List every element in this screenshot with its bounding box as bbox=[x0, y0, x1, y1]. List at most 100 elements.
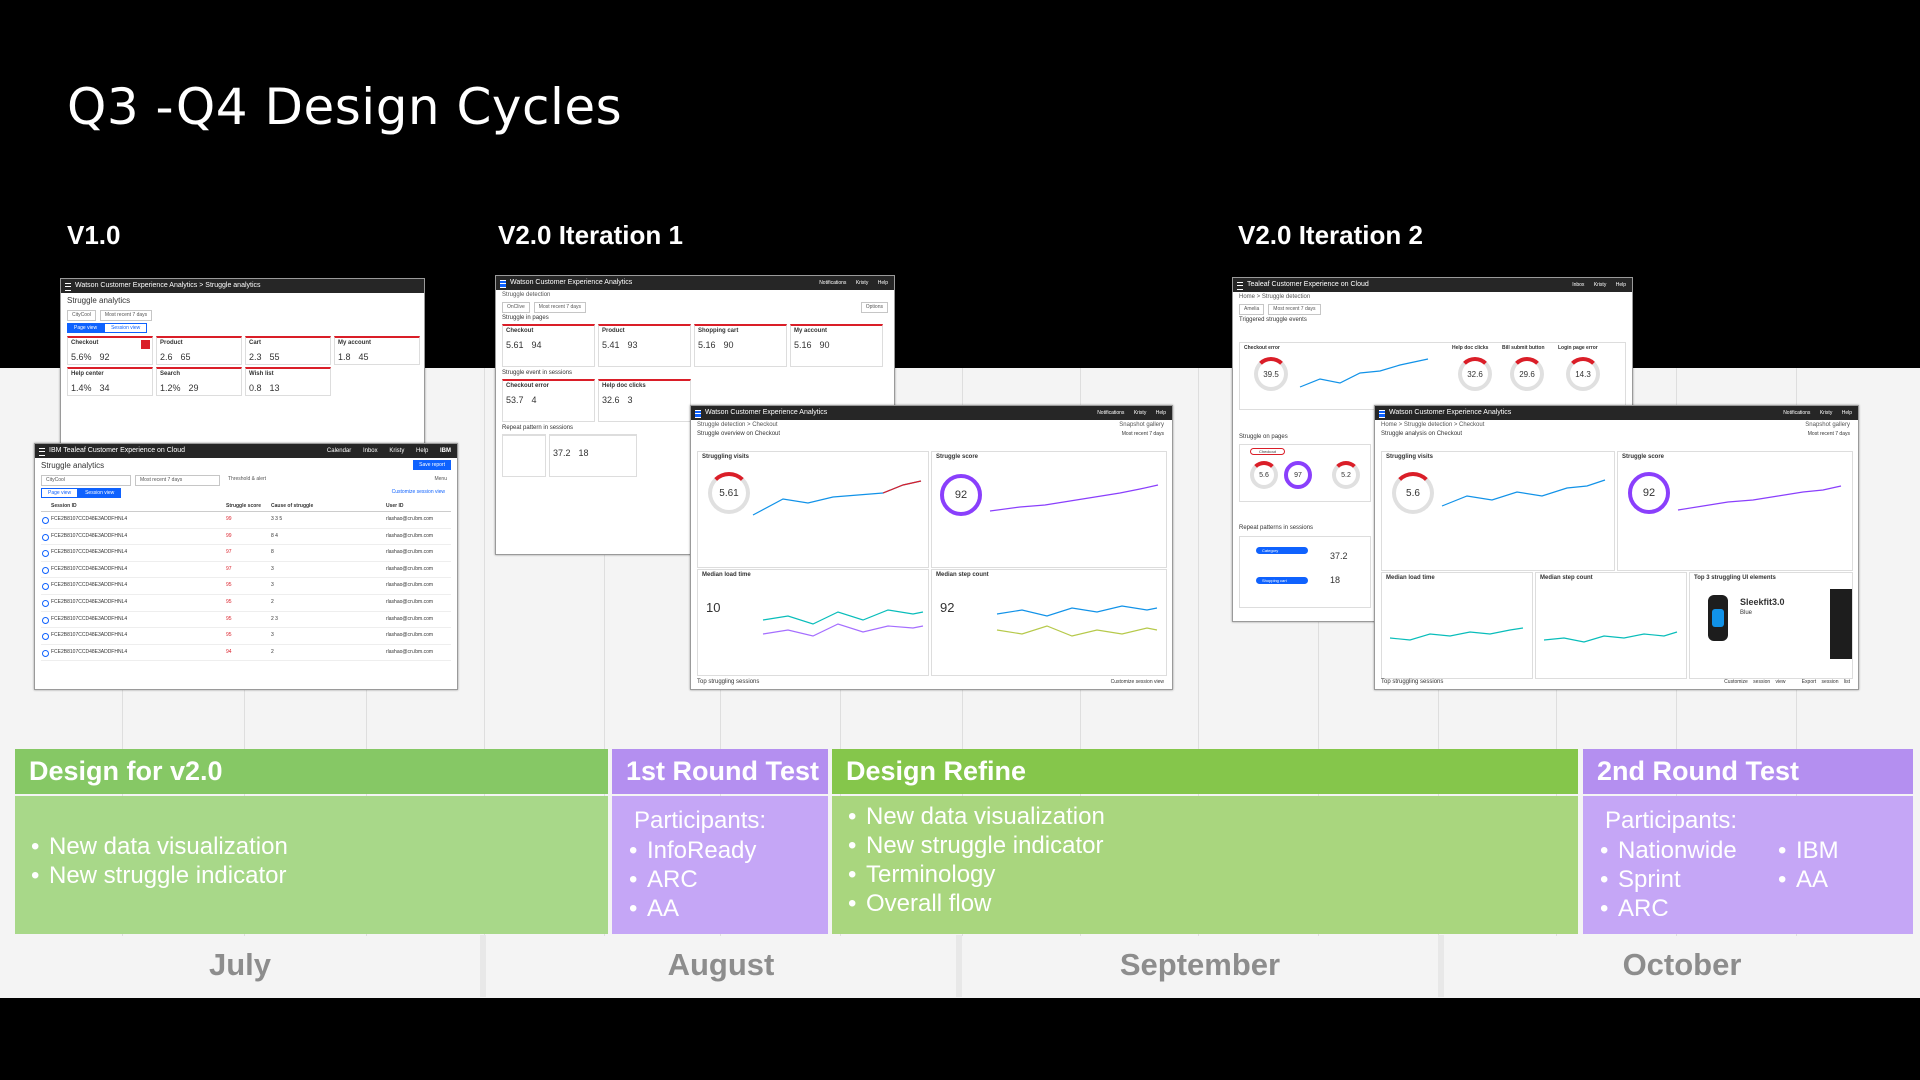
panel-struggle-score: Struggle score 92 bbox=[1617, 451, 1853, 571]
list-item: Terminology bbox=[848, 860, 1578, 889]
play-icon[interactable] bbox=[42, 616, 49, 624]
play-icon[interactable] bbox=[42, 566, 49, 574]
checkout-chip[interactable]: Checkout bbox=[1250, 448, 1285, 455]
date-filter[interactable]: Most recent 7 days bbox=[1268, 304, 1321, 315]
phase-title: Design for v2.0 bbox=[15, 749, 608, 794]
app-header-bar: Watson Customer Experience Analytics > S… bbox=[61, 279, 424, 293]
section-title: Top struggling sessions Customize sessio… bbox=[1381, 679, 1850, 685]
play-icon[interactable] bbox=[42, 633, 49, 641]
header-actions: Notifications Kristy Help bbox=[819, 280, 888, 286]
play-icon[interactable] bbox=[42, 649, 49, 657]
snapshot-gallery-link[interactable]: Snapshot gallery bbox=[1119, 422, 1164, 428]
filter-row: OnClive Most recent 7 days Options bbox=[502, 302, 888, 313]
category-chip[interactable]: Category bbox=[1256, 547, 1308, 554]
section-title: Struggle on pages bbox=[1239, 434, 1288, 440]
play-icon[interactable] bbox=[42, 583, 49, 591]
date-range-filter[interactable]: Most recent 7 days bbox=[1807, 431, 1850, 437]
login-error-gauge: 14.3 bbox=[1566, 357, 1600, 391]
phase-1st-round-test: 1st Round Test Participants: InfoReady A… bbox=[612, 749, 828, 934]
threshold-alert-link[interactable]: Threshold & alert bbox=[228, 476, 267, 482]
site-filter[interactable]: CityCool bbox=[41, 475, 131, 486]
tab-page-view[interactable]: Page view bbox=[41, 488, 79, 498]
customize-session-view-link[interactable]: Customize session view bbox=[1724, 679, 1786, 685]
app-header-bar: Watson Customer Experience Analytics Not… bbox=[496, 276, 894, 290]
page-visits-gauge: 5.6 bbox=[1250, 461, 1278, 489]
tab-page-view[interactable]: Page view bbox=[67, 323, 105, 333]
struggle-score-line-chart bbox=[1677, 485, 1842, 511]
site-filter[interactable]: CityCool bbox=[67, 310, 96, 321]
date-filter[interactable]: Most recent 7 days bbox=[533, 302, 587, 313]
grid-line bbox=[484, 368, 485, 936]
list-item: Sprint bbox=[1600, 865, 1913, 894]
menu-link[interactable]: Menu bbox=[434, 476, 447, 482]
median-step-count-value: 92 bbox=[940, 600, 955, 615]
version-label-v1: V1.0 bbox=[67, 220, 121, 250]
customize-session-view-link[interactable]: Customize session view bbox=[391, 489, 445, 495]
panel-struggle-on-pages: Checkout 5.6 97 5.2 bbox=[1239, 444, 1371, 502]
play-icon[interactable] bbox=[42, 517, 49, 524]
tab-session-view[interactable]: Session view bbox=[78, 488, 122, 498]
export-session-list-link[interactable]: Export session list bbox=[1801, 679, 1850, 685]
struggling-visits-gauge: 5.6 bbox=[1392, 472, 1434, 514]
play-icon[interactable] bbox=[42, 599, 49, 607]
options-button[interactable]: Options bbox=[860, 302, 888, 313]
tab-session-view[interactable]: Session view bbox=[104, 323, 148, 333]
app-header-bar: IBM Tealeaf Customer Experience on Cloud… bbox=[35, 444, 457, 458]
phase-design-for-v2: Design for v2.0 New data visualization N… bbox=[15, 749, 608, 934]
shopping-cart-chip[interactable]: Shopping cart bbox=[1256, 577, 1308, 584]
play-icon[interactable] bbox=[42, 550, 49, 558]
site-filter[interactable]: OnClive bbox=[502, 302, 530, 313]
struggle-score-line-chart bbox=[989, 484, 1159, 512]
panel-top-struggling-ui-elements: Top 3 struggling UI elements Sleekfit3.0… bbox=[1689, 572, 1853, 679]
filter-row: CityCool Most recent 7 days Threshold & … bbox=[41, 475, 451, 486]
month-divider bbox=[480, 935, 486, 997]
list-item: Overall flow bbox=[848, 889, 1578, 918]
struggle-score-gauge: 92 bbox=[940, 474, 982, 516]
sessions-table: Session ID Struggle score Cause of strug… bbox=[41, 501, 451, 662]
breadcrumb: Home > Struggle detection bbox=[1239, 294, 1311, 300]
snapshot-gallery-link[interactable]: Snapshot gallery bbox=[1805, 422, 1850, 428]
date-range-filter[interactable]: Most recent 7 days bbox=[1121, 431, 1164, 437]
site-filter[interactable]: Amelia bbox=[1239, 304, 1265, 315]
play-icon[interactable] bbox=[42, 533, 49, 541]
panel-struggle-score: Struggle score 92 bbox=[931, 451, 1167, 568]
customize-session-view-link[interactable]: Customize session view bbox=[1110, 679, 1164, 685]
header-actions: Notifications Kristy Help bbox=[1097, 410, 1166, 416]
month-divider bbox=[956, 935, 962, 997]
section-title: Repeat patterns in sessions bbox=[1239, 525, 1314, 531]
list-item: ARC bbox=[1600, 894, 1913, 923]
phase-design-refine: Design Refine New data visualization New… bbox=[832, 749, 1578, 934]
date-filter[interactable]: Most recent 7 days bbox=[99, 310, 153, 321]
date-filter[interactable]: Most recent 7 days bbox=[135, 475, 220, 486]
version-label-v2-iter1: V2.0 Iteration 1 bbox=[498, 220, 683, 250]
save-report-button[interactable]: Save report bbox=[413, 460, 451, 470]
struggle-score-gauge: 92 bbox=[1628, 472, 1670, 514]
